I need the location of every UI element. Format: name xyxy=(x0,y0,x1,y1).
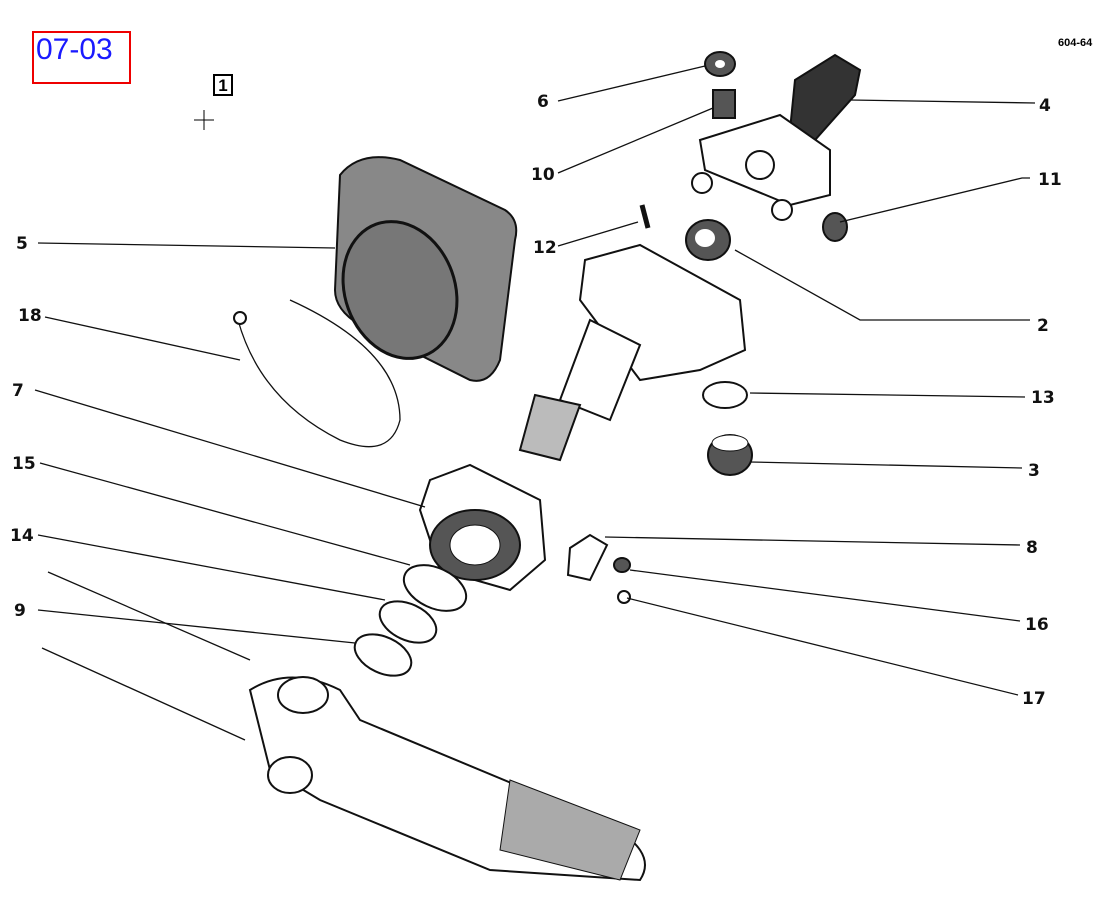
part-12-pin xyxy=(639,204,651,229)
page-code-box: 07-03 xyxy=(32,31,131,84)
part-7-housing xyxy=(418,463,547,592)
callout-11: 11 xyxy=(1038,170,1062,190)
part-15-seal xyxy=(402,564,468,612)
part-14-seal xyxy=(378,600,438,644)
callout-12: 12 xyxy=(533,238,557,258)
part-13-ring xyxy=(702,381,748,409)
part-18-clamp xyxy=(233,299,401,448)
callout-13: 13 xyxy=(1031,388,1055,408)
callout-8: 8 xyxy=(1026,538,1038,558)
part-4-plunger xyxy=(691,53,862,221)
reference-box: 1 xyxy=(213,74,233,96)
callout-6: 6 xyxy=(537,92,549,112)
part-5-boot xyxy=(333,156,518,382)
part-10-spring xyxy=(712,89,736,119)
part-6-nut xyxy=(704,51,736,77)
pump-body xyxy=(518,243,747,462)
part-2-valve xyxy=(685,219,731,261)
part-11-cap xyxy=(822,212,848,242)
callout-3: 3 xyxy=(1028,461,1040,481)
callout-14: 14 xyxy=(10,526,34,546)
leader-lines xyxy=(34,65,1036,696)
crosshair-icon xyxy=(194,110,214,130)
callout-5: 5 xyxy=(16,234,28,254)
callout-17: 17 xyxy=(1022,689,1046,709)
callout-4: 4 xyxy=(1039,96,1051,116)
part-9-ring xyxy=(353,633,413,677)
callout-10: 10 xyxy=(531,165,555,185)
callout-7: 7 xyxy=(12,381,24,401)
steering-shaft xyxy=(41,571,646,882)
drawing-id: 604-64 xyxy=(1058,37,1093,49)
callout-16: 16 xyxy=(1025,615,1049,635)
part-17-washer xyxy=(617,590,631,604)
callout-18: 18 xyxy=(18,306,42,326)
callout-9: 9 xyxy=(14,601,26,621)
part-3-plug xyxy=(707,434,753,476)
callout-15: 15 xyxy=(12,454,36,474)
callout-2: 2 xyxy=(1037,316,1049,336)
part-8-gasket xyxy=(566,533,609,582)
page-code: 07-03 xyxy=(36,33,113,66)
part-16-nut xyxy=(613,557,631,573)
